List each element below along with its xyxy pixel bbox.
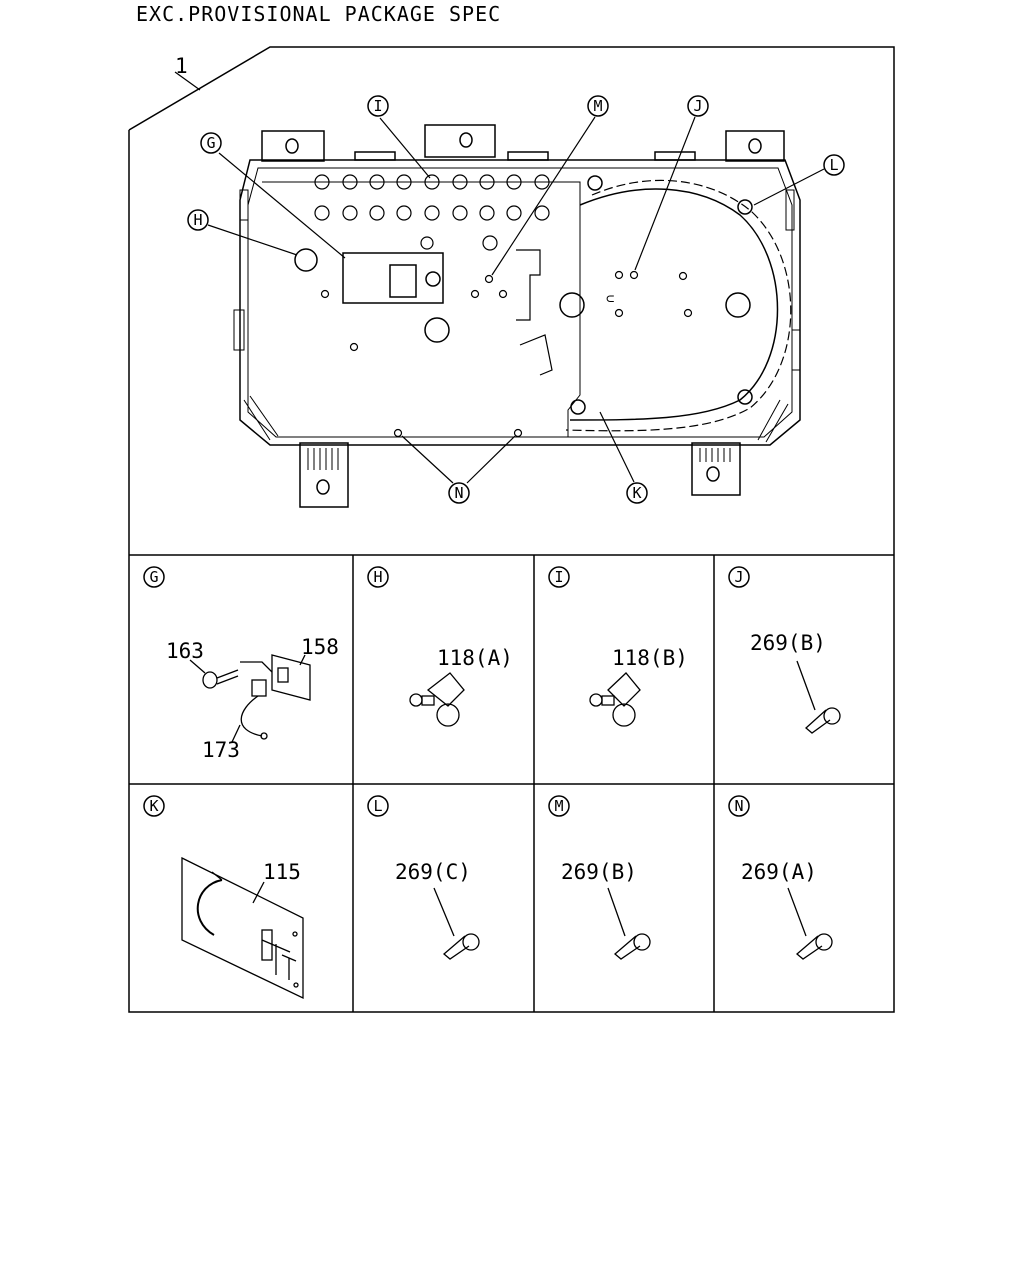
panel-l-letter: L — [373, 797, 382, 815]
callout-circles — [187, 95, 845, 504]
callout-j: J — [693, 97, 702, 115]
bulb-grid — [314, 174, 550, 251]
panel-i-parts — [589, 672, 641, 727]
panel-n-screw — [787, 887, 833, 960]
callout-m: M — [593, 97, 602, 115]
panel-j-letter: J — [734, 568, 743, 586]
panel-h-letter: H — [373, 568, 382, 586]
callout-leaders — [207, 116, 825, 484]
assembly-number: 1 — [175, 54, 188, 78]
callout-n: N — [454, 484, 463, 502]
panel-j-screw — [796, 660, 841, 734]
panel-n-letter: N — [734, 797, 743, 815]
panel-letter-circles — [143, 566, 750, 817]
panel-k-letter: K — [149, 797, 158, 815]
part-269b-j: 269(B) — [750, 631, 826, 655]
part-269a: 269(A) — [741, 860, 817, 884]
part-158: 158 — [301, 635, 339, 659]
svg-text:⊂: ⊂ — [606, 291, 614, 307]
part-118b: 118(B) — [612, 646, 688, 670]
callout-h: H — [193, 211, 202, 229]
part-118a: 118(A) — [437, 646, 513, 670]
part-269c: 269(C) — [395, 860, 471, 884]
instrument-cluster: ⊂ — [233, 124, 801, 508]
part-173: 173 — [202, 738, 240, 762]
part-163: 163 — [166, 639, 204, 663]
panel-l-screw — [433, 887, 480, 960]
callout-k: K — [632, 484, 641, 502]
panel-g-parts — [189, 654, 311, 743]
panel-g-letter: G — [149, 568, 158, 586]
callout-letters: G H I M J L K N — [193, 97, 838, 502]
panel-m-screw — [607, 887, 651, 960]
main-frame: 1 — [128, 46, 895, 1013]
callout-l: L — [829, 156, 838, 174]
callout-g: G — [206, 134, 215, 152]
header-title: EXC.PROVISIONAL PACKAGE SPEC — [136, 2, 502, 26]
panel-m-letter: M — [554, 797, 563, 815]
part-269b-m: 269(B) — [561, 860, 637, 884]
panel-k-part — [181, 856, 304, 1000]
panel-h-parts — [409, 672, 465, 727]
callout-i: I — [373, 97, 382, 115]
part-115: 115 — [263, 860, 301, 884]
panel-i-letter: I — [554, 568, 563, 586]
